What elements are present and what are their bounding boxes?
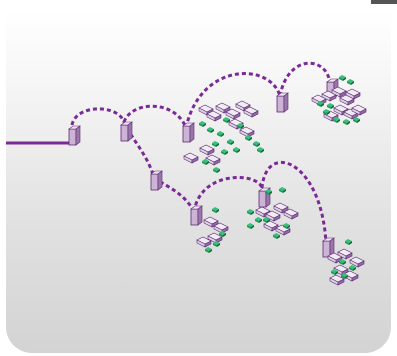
green-node-icon	[257, 147, 264, 153]
green-node-icon	[349, 265, 356, 271]
green-node-icon	[213, 167, 220, 173]
green-node-icon	[327, 103, 334, 109]
green-node-icon	[279, 187, 286, 193]
arc-7	[192, 176, 264, 213]
green-node-icon	[247, 209, 254, 215]
green-node-icon	[273, 233, 280, 239]
connection-arcs	[70, 61, 332, 245]
green-node-icon	[212, 207, 219, 213]
server-tower-icon	[120, 121, 133, 142]
green-node-icon	[233, 147, 240, 153]
arc-8	[260, 160, 328, 245]
corner-mark	[371, 0, 397, 4]
cluster-group	[183, 75, 367, 286]
arc-2	[122, 104, 188, 129]
arc-1	[70, 107, 126, 126]
network-device-icon	[199, 144, 215, 156]
green-node-icon	[255, 217, 262, 223]
arc-3	[122, 121, 156, 179]
green-node-icon	[253, 141, 260, 147]
arc-4	[184, 72, 282, 129]
green-node-icon	[227, 139, 234, 145]
green-node-icon	[339, 75, 346, 81]
green-node-icon	[221, 149, 228, 155]
server-tower-icon	[68, 125, 81, 146]
network-device-icon	[183, 152, 199, 164]
green-node-icon	[347, 79, 354, 85]
green-node-icon	[207, 127, 214, 133]
server-tower-icon	[190, 205, 203, 226]
diagram-background-panel	[6, 10, 391, 353]
server-tower-icon	[182, 122, 195, 143]
server-tower-icon	[150, 170, 163, 191]
arc-5	[278, 61, 332, 97]
green-node-icon	[205, 247, 212, 253]
green-node-icon	[199, 121, 206, 127]
green-node-icon	[212, 141, 219, 147]
server-tower-icon	[276, 92, 289, 113]
green-node-icon	[343, 119, 350, 125]
green-node-icon	[217, 131, 224, 137]
green-node-icon	[345, 239, 352, 245]
network-device-icon	[239, 126, 255, 138]
green-node-icon	[247, 223, 254, 229]
